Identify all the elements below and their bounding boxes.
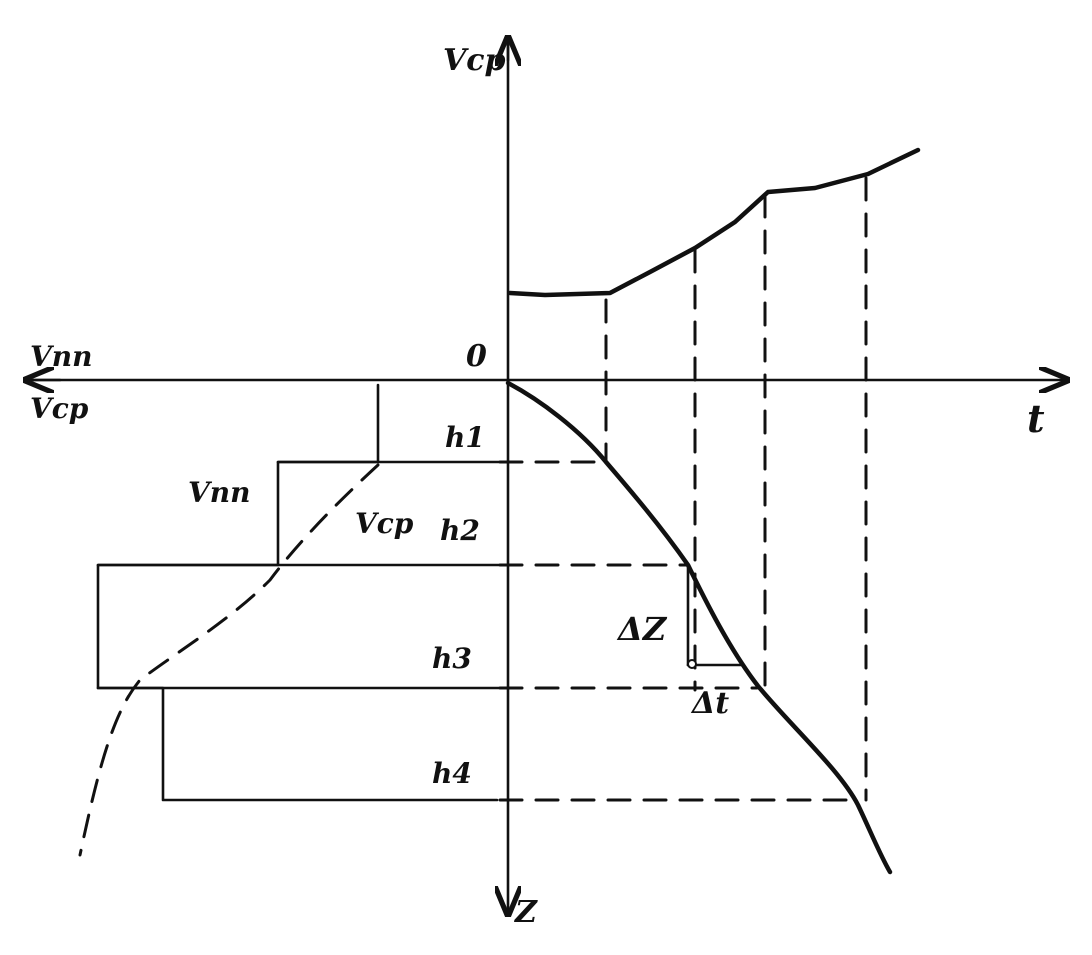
vcp-mid-label: Vср [355,507,414,540]
vnn-left-label: Vпп [30,340,92,373]
h2-label: h2 [440,514,480,547]
h1-label: h1 [445,421,485,454]
t-axis-label: t [1027,396,1045,441]
vcp-top-label: Vcp [443,43,506,78]
vnn-step-label: Vпп [188,476,250,509]
velocity-curve [507,147,921,298]
delta-point [687,659,697,669]
delta-z-label: ΔZ [616,610,668,648]
layer-profile [96,383,499,802]
depth-curve [505,380,893,875]
delta-t-label: Δt [690,686,729,721]
h3-label: h3 [432,642,472,675]
average-velocity-dashed-curve [78,463,380,857]
origin-label: 0 [466,339,487,374]
z-axis-label: Z [514,895,538,930]
h4-label: h4 [432,757,472,790]
vcp-left-label: Vср [30,392,89,425]
